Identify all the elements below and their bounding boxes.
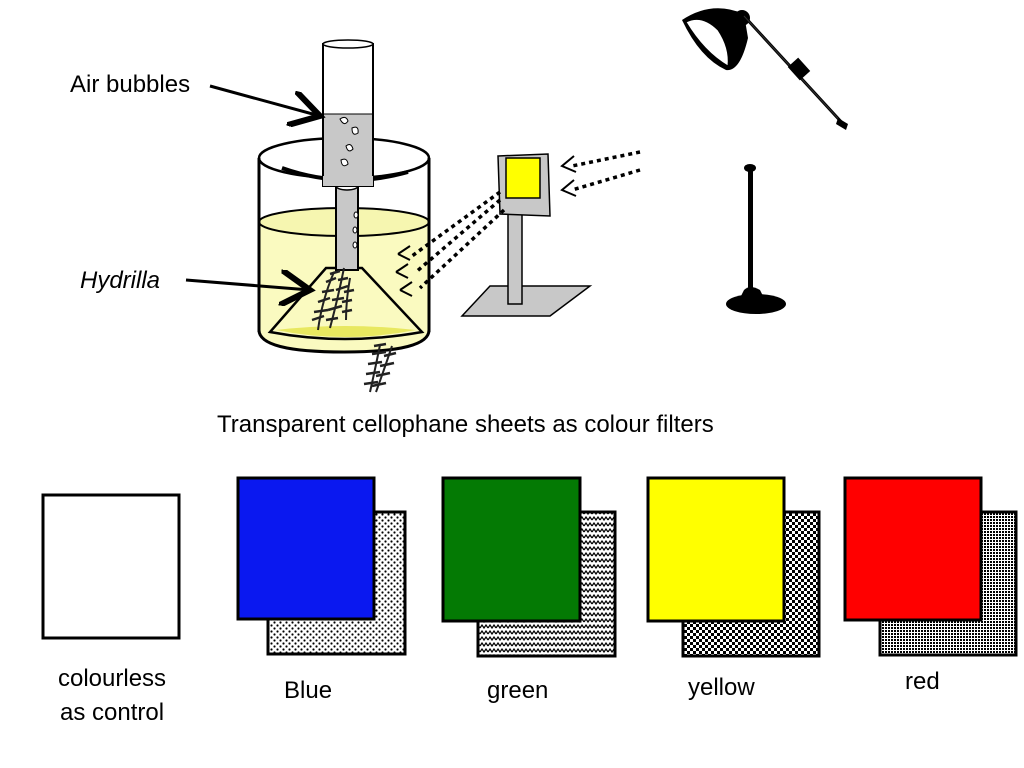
filter-yellow [646, 476, 786, 623]
light-rays [410, 150, 641, 290]
label-colourless-line1: colourless [58, 665, 167, 692]
label-colourless-line2: as control [60, 699, 165, 726]
caption: Transparent cellophane sheets as colour … [217, 411, 714, 438]
air-bubbles-pointer [209, 84, 320, 116]
air-bubbles-label: Air bubbles [70, 71, 191, 98]
label-blue: Blue [284, 677, 333, 704]
beaker-apparatus [257, 39, 431, 393]
filter-green [441, 476, 582, 623]
hydrilla-pointer [185, 280, 310, 290]
label-green: green [487, 677, 549, 704]
hydrilla-label: Hydrilla [80, 267, 161, 294]
lamp-base [726, 294, 786, 314]
filter-screen [505, 157, 541, 199]
label-yellow: yellow [688, 674, 755, 701]
filter-swatches [41, 476, 1018, 658]
filter-stand [460, 153, 593, 317]
filter-colourless [41, 493, 181, 640]
filter-blue [236, 476, 376, 621]
filter-red [843, 476, 983, 622]
label-red: red [905, 668, 940, 695]
lamp [682, 8, 848, 314]
